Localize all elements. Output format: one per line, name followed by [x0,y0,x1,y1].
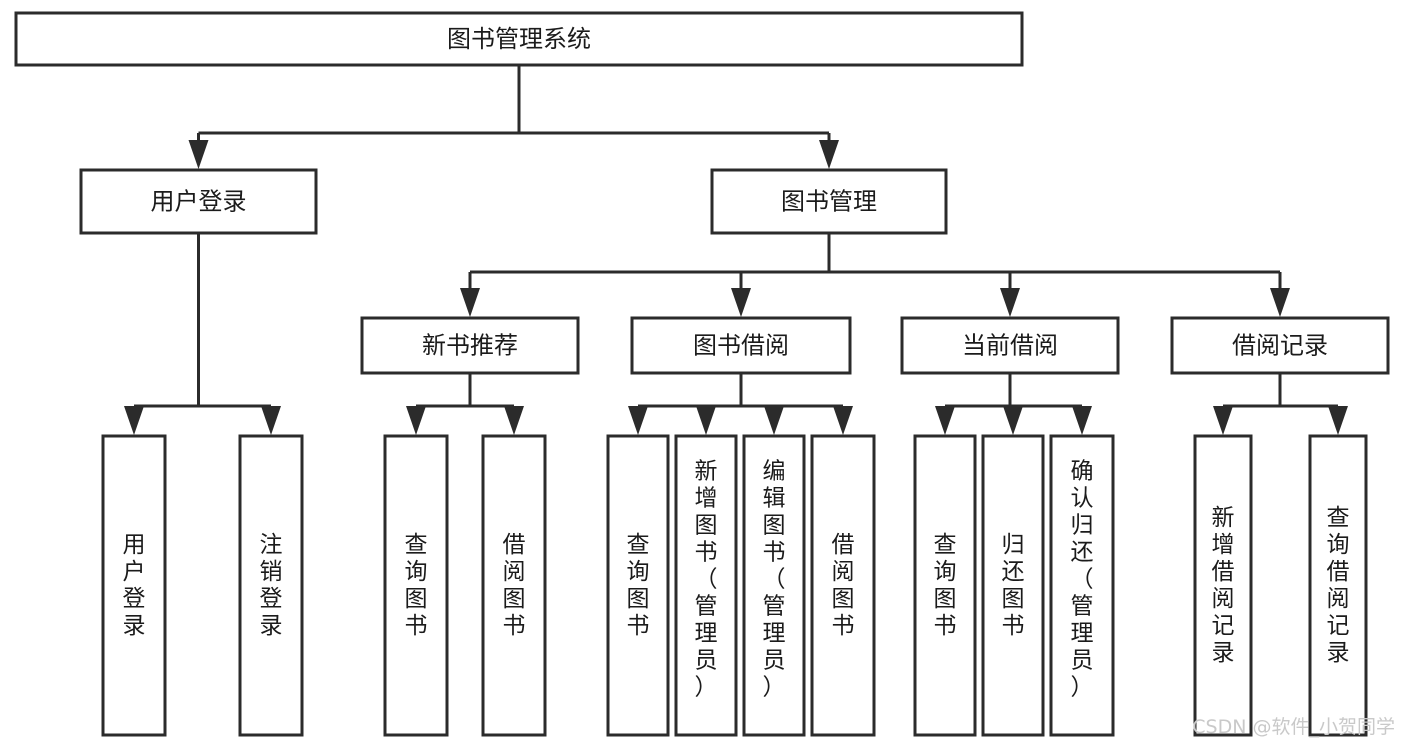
arrow-head-icon [819,140,839,169]
node-box[interactable] [742,434,806,737]
node-label: 借阅图书 [832,532,855,639]
node-user-login[interactable]: 用户登录 [79,168,318,235]
node-label: 图书借阅 [693,332,789,360]
node-root[interactable]: 图书管理系统 [14,11,1024,67]
node-label: 注销登录 [260,532,283,639]
arrow-head-icon [1328,406,1348,435]
node-box[interactable] [1049,434,1115,737]
node-leaf-query-borrow-record[interactable]: 查询借阅记录 [1308,434,1368,737]
node-leaf-edit-book-admin[interactable]: 编辑图书（管理员） [742,434,806,737]
connector-group [935,373,1092,435]
node-label: 用户登录 [123,532,146,639]
node-leaf-user-login[interactable]: 用户登录 [101,434,167,737]
node-label: 用户登录 [151,188,247,216]
arrow-head-icon [1213,406,1233,435]
node-box[interactable] [606,434,670,737]
arrow-head-icon [628,406,648,435]
arrow-head-icon [1003,406,1023,435]
node-leaf-return-book[interactable]: 归还图书 [981,434,1045,737]
node-box[interactable] [630,316,852,375]
node-label: 图书管理系统 [447,25,591,53]
node-box[interactable] [674,434,738,737]
node-label: 确认归还（管理员） [1071,458,1094,700]
connector-group [124,233,281,435]
node-leaf-borrow-book[interactable]: 借阅图书 [810,434,876,737]
connector-layer [124,65,1348,435]
node-box[interactable] [710,168,948,235]
node-label: 查询图书 [934,532,957,639]
node-leaf-query-book-current[interactable]: 查询图书 [913,434,977,737]
node-leaf-confirm-return-admin[interactable]: 确认归还（管理员） [1049,434,1115,737]
node-label: 查询借阅记录 [1327,505,1350,666]
arrow-head-icon [188,140,209,169]
node-new-book-recommend[interactable]: 新书推荐 [360,316,580,375]
connector-group [628,373,853,435]
node-borrow-record[interactable]: 借阅记录 [1170,316,1390,375]
node-label: 查询图书 [627,532,650,639]
csdn-watermark: CSDN @软件_小贺同学 [1192,716,1395,738]
arrow-head-icon [731,288,751,317]
node-layer: 图书管理系统用户登录图书管理新书推荐图书借阅当前借阅借阅记录用户登录注销登录查询… [14,11,1390,737]
node-box[interactable] [481,434,547,737]
node-box[interactable] [383,434,449,737]
node-leaf-logout-login[interactable]: 注销登录 [238,434,304,737]
node-label: 新书推荐 [422,332,518,360]
node-box[interactable] [14,11,1024,67]
arrow-head-icon [696,406,716,435]
node-box[interactable] [900,316,1120,375]
node-leaf-add-book-admin[interactable]: 新增图书（管理员） [674,434,738,737]
node-label: 新增借阅记录 [1212,505,1235,666]
arrow-head-icon [935,406,955,435]
node-leaf-add-borrow-record[interactable]: 新增借阅记录 [1193,434,1253,737]
connector-group [1213,373,1348,435]
node-label: 借阅图书 [503,532,526,639]
node-book-borrow[interactable]: 图书借阅 [630,316,852,375]
node-label: 图书管理 [781,188,877,216]
node-box[interactable] [238,434,304,737]
arrow-head-icon [1072,406,1092,435]
node-box[interactable] [360,316,580,375]
node-box[interactable] [810,434,876,737]
node-label: 当前借阅 [962,332,1058,360]
arrow-head-icon [124,406,144,435]
node-box[interactable] [79,168,318,235]
node-book-management[interactable]: 图书管理 [710,168,948,235]
node-label: 编辑图书（管理员） [763,458,786,700]
node-leaf-query-book-recommend[interactable]: 查询图书 [383,434,449,737]
node-box[interactable] [1170,316,1390,375]
node-box[interactable] [101,434,167,737]
node-box[interactable] [1308,434,1368,737]
arrow-head-icon [406,406,426,435]
node-current-borrow[interactable]: 当前借阅 [900,316,1120,375]
node-label: 查询图书 [405,532,428,639]
arrow-head-icon [504,406,524,435]
node-leaf-query-book-borrow[interactable]: 查询图书 [606,434,670,737]
node-box[interactable] [981,434,1045,737]
connector-group [188,65,839,169]
arrow-head-icon [1270,288,1290,317]
connector-group [406,373,524,435]
connector-group [460,233,1290,317]
node-label: 借阅记录 [1232,332,1328,360]
arrow-head-icon [833,406,853,435]
node-box[interactable] [1193,434,1253,737]
arrow-head-icon [261,406,281,435]
arrow-head-icon [764,406,784,435]
node-label: 归还图书 [1002,532,1025,639]
node-label: 新增图书（管理员） [695,458,718,700]
node-box[interactable] [913,434,977,737]
arrow-head-icon [460,288,480,317]
arrow-head-icon [1000,288,1020,317]
node-leaf-borrow-book-recommend[interactable]: 借阅图书 [481,434,547,737]
